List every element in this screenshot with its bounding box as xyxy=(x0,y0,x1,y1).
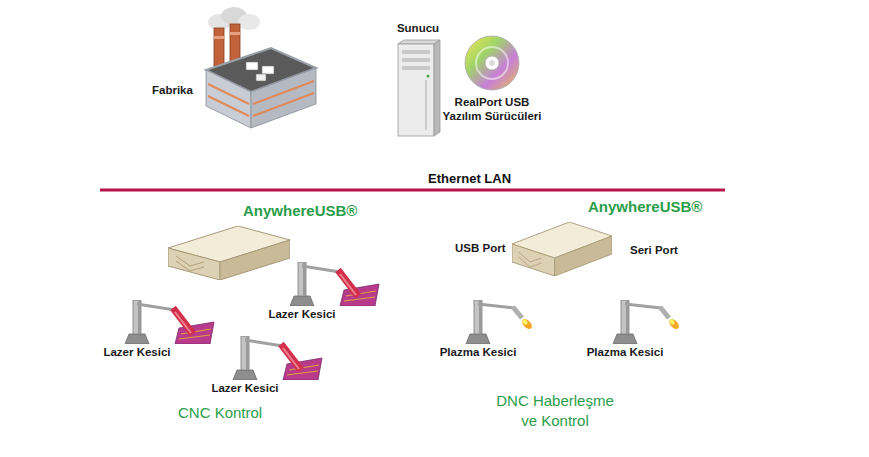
server-tower xyxy=(398,44,434,136)
plasma-node: Plazma Kesici xyxy=(458,300,558,344)
server-tower xyxy=(426,80,427,130)
factory-drawing xyxy=(214,36,224,39)
port-label: Seri Port xyxy=(628,244,680,256)
laser-cutter xyxy=(125,300,214,344)
server-node: Sunucu xyxy=(396,40,440,136)
cd-disc xyxy=(485,56,499,70)
factory-node: Fabrika xyxy=(150,18,312,136)
device-label: Plazma Kesici xyxy=(587,346,664,358)
hub-node: AnywhereUSB® xyxy=(512,222,612,276)
factory-drawing xyxy=(246,62,258,70)
group-caption: DNC Haberleşme ve Kontrol xyxy=(492,391,618,430)
laser-node: Lazer Kesici xyxy=(282,262,382,306)
laser-cutter xyxy=(290,262,379,306)
plasma-cutter xyxy=(466,300,534,344)
factory-drawing xyxy=(238,14,260,30)
factory-drawing xyxy=(208,84,249,104)
factory-drawing xyxy=(262,66,274,74)
laser-node: Lazer Kesici xyxy=(117,300,217,344)
factory-label: Fabrika xyxy=(152,84,193,96)
port-label: USB Port xyxy=(453,242,507,254)
server-label: Sunucu xyxy=(397,22,439,34)
factory-drawing xyxy=(206,7,316,128)
hub-label: AnywhereUSB® xyxy=(243,202,357,219)
factory-drawing xyxy=(251,68,316,128)
software-cd-node: RealPort USB Yazılım Sürücüleri xyxy=(464,35,520,91)
plasma-cutter xyxy=(613,300,681,344)
plasma-node: Plazma Kesici xyxy=(605,300,705,344)
factory-drawing xyxy=(230,32,240,35)
server-tower xyxy=(427,75,430,78)
server-tower xyxy=(398,40,440,136)
software-label: RealPort USB Yazılım Sürücüleri xyxy=(436,95,548,124)
server-tower xyxy=(434,40,440,136)
server-tower xyxy=(402,66,430,70)
hub-label: AnywhereUSB® xyxy=(588,198,702,215)
server-tower xyxy=(402,58,430,62)
factory-drawing xyxy=(253,93,314,116)
device-label: Lazer Kesici xyxy=(268,308,335,320)
laser-node: Lazer Kesici xyxy=(225,336,325,380)
cd-disc xyxy=(476,47,508,79)
hub-node: AnywhereUSB® xyxy=(168,226,290,280)
factory-drawing xyxy=(253,81,314,104)
hub-box xyxy=(512,222,612,276)
factory-drawing xyxy=(208,96,249,116)
server-tower xyxy=(398,40,440,44)
group-caption: CNC Kontrol xyxy=(178,404,262,421)
device-label: Lazer Kesici xyxy=(103,346,170,358)
laser-cutter xyxy=(233,336,322,380)
cd-disc xyxy=(465,36,519,90)
cd-disc xyxy=(465,36,519,90)
factory-drawing xyxy=(256,74,266,81)
device-label: Plazma Kesici xyxy=(440,346,517,358)
device-label: Lazer Kesici xyxy=(211,382,278,394)
network-label: Ethernet LAN xyxy=(428,171,511,186)
server-tower xyxy=(402,50,430,54)
factory-drawing xyxy=(206,70,251,128)
cd-disc xyxy=(489,60,495,66)
hub-box xyxy=(168,226,290,280)
ethernet-bus xyxy=(100,189,725,192)
